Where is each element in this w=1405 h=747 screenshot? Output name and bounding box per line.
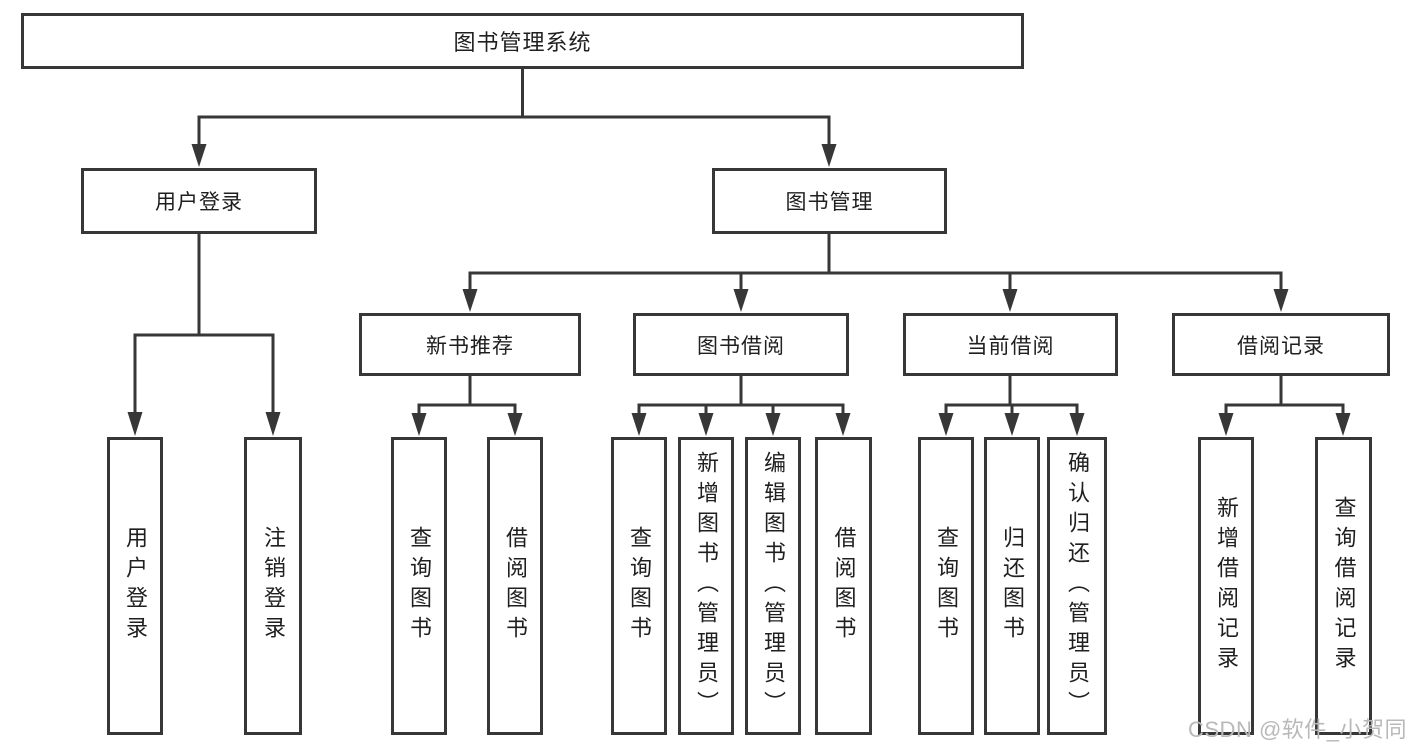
leaf-bb-borrow-books-label: 借阅图书 — [831, 526, 857, 646]
node-book-borrowing-label: 图书借阅 — [697, 334, 785, 358]
leaf-logout-label: 注销登录 — [261, 526, 286, 646]
leaf-br-query-record-label: 查询借阅记录 — [1331, 496, 1357, 676]
node-book-management: 图书管理 — [712, 168, 947, 234]
leaf-cb-query-books: 查询图书 — [918, 437, 974, 735]
leaf-nbr-borrow-books-label: 借阅图书 — [503, 526, 528, 646]
leaf-cb-return-books-label: 归还图书 — [1000, 526, 1025, 646]
arrowheads — [127, 144, 1351, 436]
node-new-book-recommend-label: 新书推荐 — [426, 334, 514, 358]
leaf-br-add-record-label: 新增借阅记录 — [1214, 496, 1239, 676]
leaf-bb-query-books-label: 查询图书 — [627, 526, 652, 646]
node-root: 图书管理系统 — [21, 13, 1024, 69]
leaf-bb-add-books-admin-label: 新增图书（管理员） — [694, 451, 719, 721]
leaf-user-login-label: 用户登录 — [123, 526, 148, 646]
leaf-nbr-query-books-label: 查询图书 — [407, 526, 432, 646]
node-book-management-label: 图书管理 — [785, 191, 874, 214]
leaf-bb-edit-books-admin-label: 编辑图书（管理员） — [761, 451, 786, 721]
node-user-login: 用户登录 — [81, 168, 317, 234]
leaf-bb-edit-books-admin: 编辑图书（管理员） — [745, 437, 801, 735]
leaf-bb-add-books-admin: 新增图书（管理员） — [678, 437, 734, 735]
node-borrowing-records-label: 借阅记录 — [1237, 334, 1325, 358]
leaf-cb-confirm-return-admin-label: 确认归还（管理员） — [1065, 451, 1090, 721]
node-book-borrowing: 图书借阅 — [633, 313, 849, 376]
watermark: CSDN @软件_小贺同学 — [1188, 717, 1405, 742]
leaf-br-query-record: 查询借阅记录 — [1315, 437, 1372, 735]
leaf-bb-query-books: 查询图书 — [611, 437, 667, 735]
leaf-logout: 注销登录 — [244, 437, 302, 735]
node-current-borrowing: 当前借阅 — [903, 313, 1118, 376]
leaf-nbr-borrow-books: 借阅图书 — [487, 437, 543, 735]
leaf-cb-return-books: 归还图书 — [984, 437, 1040, 735]
node-borrowing-records: 借阅记录 — [1172, 313, 1390, 376]
node-root-label: 图书管理系统 — [453, 30, 592, 55]
leaf-cb-query-books-label: 查询图书 — [934, 526, 959, 646]
leaf-user-login: 用户登录 — [107, 437, 163, 735]
node-user-login-label: 用户登录 — [155, 191, 243, 214]
leaf-nbr-query-books: 查询图书 — [391, 437, 447, 735]
node-current-borrowing-label: 当前借阅 — [966, 334, 1055, 358]
node-new-book-recommend: 新书推荐 — [359, 313, 581, 376]
leaf-cb-confirm-return-admin: 确认归还（管理员） — [1047, 437, 1107, 735]
leaf-br-add-record: 新增借阅记录 — [1198, 437, 1254, 735]
leaf-bb-borrow-books: 借阅图书 — [815, 437, 872, 735]
